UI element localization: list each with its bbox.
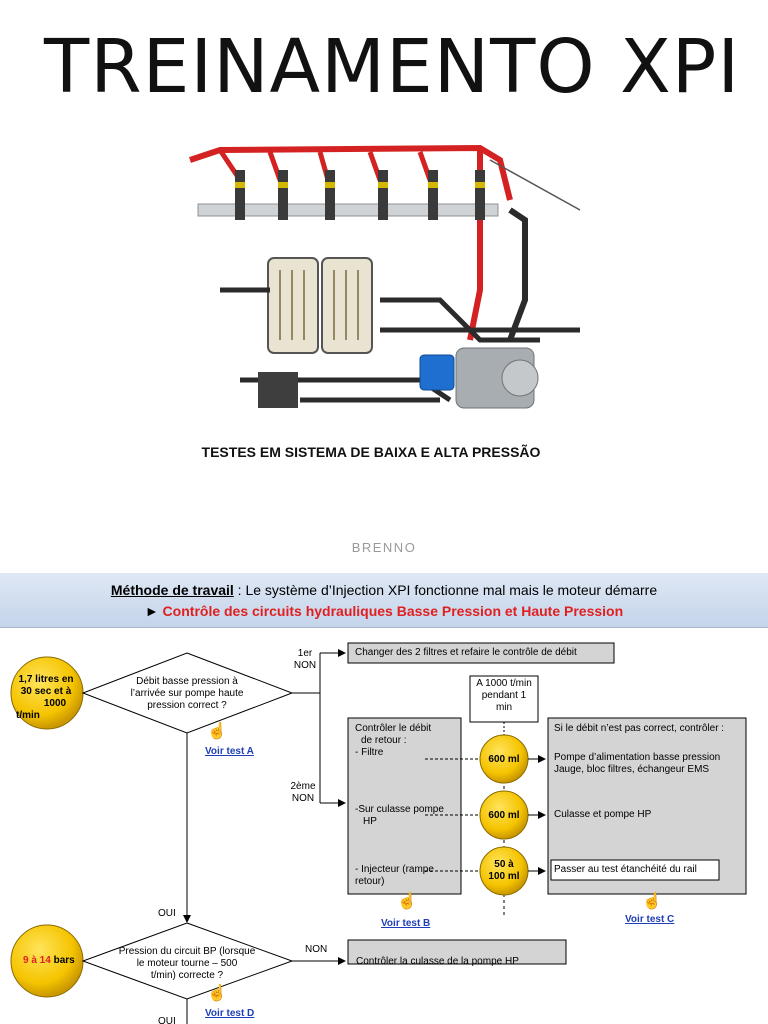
label-first-no: 1er NON xyxy=(293,648,317,671)
value-injecteur: 50 à 100 ml xyxy=(488,859,520,882)
label-no-3: NON xyxy=(305,944,328,955)
method-label: Méthode de travail xyxy=(110,582,234,598)
text-check-culasse-pump: Contrôler la culasse de la pompe HP xyxy=(356,956,519,967)
box-rail-test xyxy=(550,859,720,881)
box-return-flow xyxy=(347,717,462,895)
method-description: : Le système d’Injection XPI fonctionne … xyxy=(233,582,658,598)
flowchart: 1,7 litres en 30 sec et à 1000 t/min Déb… xyxy=(0,628,768,1024)
author-name: BRENNO xyxy=(351,540,417,555)
target-flow-text: 1,7 litres en 30 sec et à 1000 t/min xyxy=(16,674,74,721)
label-second-no: 2ème NON xyxy=(290,781,316,804)
control-title: Contrôle des circuits hydrauliques Basse… xyxy=(158,603,624,619)
injection-system-illustration xyxy=(189,144,581,409)
method-slide: Méthode de travail : Le système d’Inject… xyxy=(0,573,768,1024)
link-test-a[interactable]: Voir test A xyxy=(205,746,254,757)
text-check-pump: Pompe d’alimentation basse pression Jaug… xyxy=(554,752,721,775)
text-check-culasse: Culasse et pompe HP xyxy=(554,809,652,820)
slide-header: Méthode de travail : Le système d’Inject… xyxy=(0,573,768,628)
slide-header-line1: Méthode de travail : Le système d’Inject… xyxy=(0,582,768,598)
value-culasse: 600 ml xyxy=(488,810,520,821)
text-check-title: Si le débit n’est pas correct, contrôler… xyxy=(554,723,725,734)
pointing-hand-icon: ☝ xyxy=(397,893,417,910)
decision-flow-text: Débit basse pression à l’arrivée sur pom… xyxy=(130,676,244,711)
box-change-filters xyxy=(347,642,615,664)
flowchart-shapes xyxy=(10,642,747,1024)
link-test-c[interactable]: Voir test C xyxy=(625,914,675,925)
text-return-injecteur: - Injecteur (rampe retour) xyxy=(355,864,434,887)
text-return-title: Contrôler le débit de retour : - Filtre xyxy=(355,723,432,758)
pointing-hand-icon: ☝ xyxy=(207,723,227,740)
target-pressure-text: 9 à 14 bars xyxy=(23,955,75,966)
label-yes-2: OUI xyxy=(158,1016,176,1024)
link-test-d[interactable]: Voir test D xyxy=(205,1008,255,1019)
label-yes-1: OUI xyxy=(158,908,176,919)
cover-subtitle: TESTES EM SISTEMA DE BAIXA E ALTA PRESSÃ… xyxy=(201,444,541,460)
page-title: TREINAMENTO XPI xyxy=(44,24,741,110)
decision-pressure-text: Pression du circuit BP (lorsque le moteu… xyxy=(118,946,256,981)
box-check-culasse xyxy=(347,939,567,965)
triangle-arrow-icon: ► xyxy=(144,603,159,619)
link-test-b[interactable]: Voir test B xyxy=(381,918,431,929)
text-change-filters: Changer des 2 filtres et refaire le cont… xyxy=(355,647,577,658)
text-rpm-condition: A 1000 t/min pendant 1 min xyxy=(476,678,532,713)
slide-header-line2: ► Contrôle des circuits hydrauliques Bas… xyxy=(0,603,768,619)
text-rail-test: Passer au test étanchéité du rail xyxy=(554,864,697,875)
text-return-culasse: -Sur culasse pompe HP xyxy=(355,804,444,827)
pointing-hand-icon: ☝ xyxy=(642,893,662,910)
pointing-hand-icon: ☝ xyxy=(207,985,227,1002)
value-filtre: 600 ml xyxy=(488,754,520,765)
